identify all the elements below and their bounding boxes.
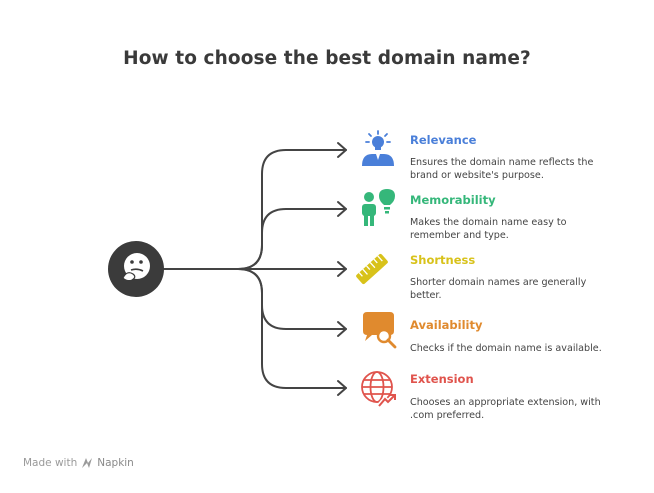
item-desc-relevance: Ensures the domain name reflects the bra… [410, 157, 594, 181]
item-desc-memorability: Makes the domain name easy to remember a… [410, 217, 567, 241]
item-title-shortness: Shortness [410, 253, 476, 267]
item-desc-availability: Checks if the domain name is available. [410, 343, 602, 354]
item-desc-extension: Chooses an appropriate extension, with .… [410, 397, 601, 421]
item-title-memorability: Memorability [410, 193, 496, 207]
napkin-logo-icon [82, 458, 93, 468]
footer-brand: Napkin [97, 457, 134, 469]
item-desc-shortness: Shorter domain names are generally bette… [410, 277, 587, 301]
footer-attribution: Made with Napkin [23, 457, 134, 469]
ruler-icon [356, 253, 388, 285]
globe-trend-icon [361, 371, 397, 408]
chat-search-icon [363, 312, 397, 349]
item-title-extension: Extension [410, 372, 474, 386]
diagram-title: How to choose the best domain name? [123, 48, 531, 69]
connector-lines [161, 142, 347, 396]
thinking-face-icon [108, 241, 164, 297]
item-title-relevance: Relevance [410, 133, 477, 147]
idea-person-icon [362, 130, 394, 166]
item-title-availability: Availability [410, 318, 483, 332]
person-lightbulb-icon [362, 189, 395, 226]
footer-prefix: Made with [23, 457, 78, 469]
